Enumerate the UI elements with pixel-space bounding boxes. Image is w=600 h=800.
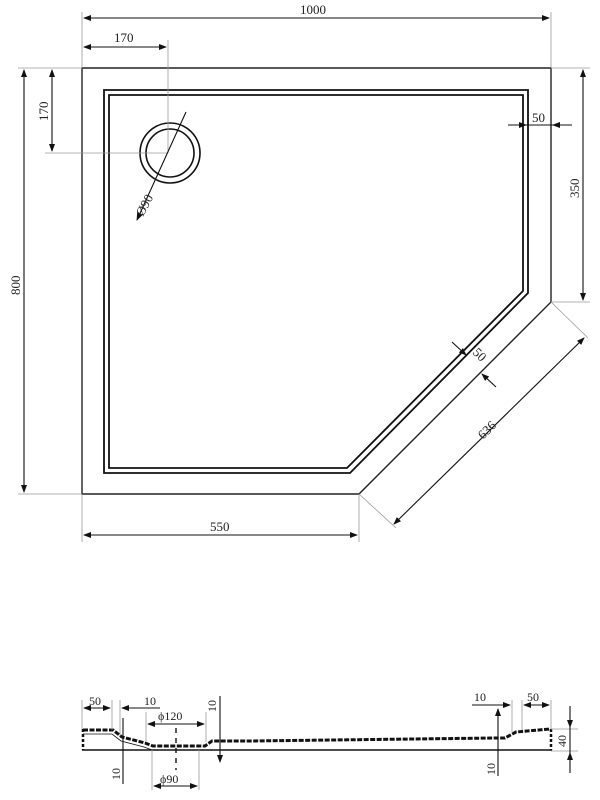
section-left-depth-label: 10	[109, 768, 123, 780]
section-drain-top-label: ϕ120	[158, 709, 182, 723]
section-drain-bottom-label: ϕ90	[160, 772, 178, 786]
drain-offset-y-label: 170	[36, 102, 51, 122]
section-right-rim-label: 50	[527, 690, 539, 704]
inner-rim-inner	[108, 94, 524, 469]
overall-width-label: 1000	[300, 2, 326, 17]
overall-depth-label: 800	[8, 276, 23, 296]
section-right-step-label: 10	[474, 690, 486, 704]
drain-diameter-label: Ø90	[132, 192, 156, 219]
section-left-step-label: 10	[144, 694, 156, 708]
right-side-length-label: 350	[567, 179, 582, 199]
diagonal-length-label: 636	[475, 417, 500, 442]
section-total-height-label: 40	[555, 735, 569, 747]
rim-width-diagonal-label: 50	[470, 345, 490, 365]
front-length-label: 550	[210, 519, 230, 534]
section-view: 50 10 ϕ120 ϕ90 10 10 10 50 10 40	[81, 690, 578, 790]
section-mid-depth-label: 10	[205, 700, 219, 712]
section-left-rim-label: 50	[89, 694, 101, 708]
section-right-depth-label: 10	[484, 763, 498, 775]
rim-width-side-label: 50	[532, 110, 545, 125]
plan-view: Ø90 1000 170 800 170 50 350 50	[8, 2, 590, 542]
drain: Ø90	[45, 40, 201, 221]
drain-offset-x-label: 170	[114, 30, 134, 45]
